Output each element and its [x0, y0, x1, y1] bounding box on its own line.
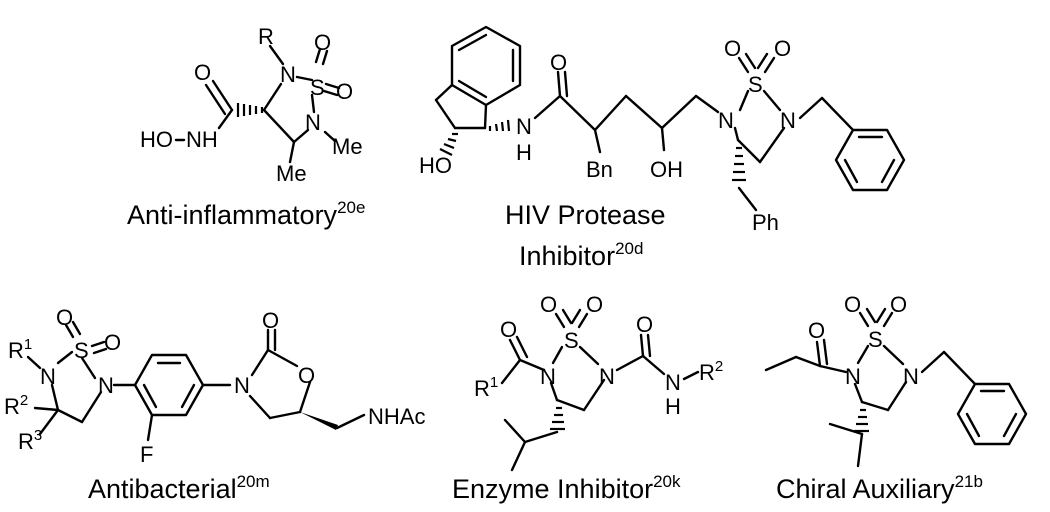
oxygen-label: O [262, 308, 279, 333]
hydroxy-label: HO [140, 127, 173, 152]
chiral-auxiliary-caption: Chiral Auxiliary21b [776, 472, 983, 504]
hydrogen-label: H [665, 394, 681, 419]
oxygen-label: O [540, 292, 557, 317]
oxygen-label: O [724, 36, 741, 61]
oxygen-label: O [104, 330, 121, 355]
methyl-label: Me [332, 134, 363, 159]
hydroxy-label: HO [419, 153, 452, 178]
antibacterial-caption: Antibacterial20m [88, 472, 270, 504]
enzyme-inhibitor-caption: Enzyme Inhibitor20k [452, 472, 681, 504]
oxygen-label: O [774, 36, 791, 61]
r-group-label: R [258, 24, 274, 49]
phenyl-label: Ph [752, 210, 779, 235]
nitrogen-label: N [599, 364, 615, 389]
nitrogen-label: N [98, 373, 114, 398]
sulfur-label: S [564, 328, 579, 353]
nitrogen-label: N [780, 108, 796, 133]
oxygen-label: O [336, 79, 353, 104]
oxygen-label: O [314, 30, 331, 55]
sulfur-label: S [310, 75, 325, 100]
r1-label: R1 [8, 336, 32, 363]
r2-label: R2 [699, 358, 723, 385]
hiv-protease-caption-line2: Inhibitor20d [519, 239, 643, 271]
oxygen-label: O [808, 318, 825, 343]
amine-label: NH [186, 127, 218, 152]
r2-label: R2 [4, 392, 28, 419]
nitrogen-label: N [40, 364, 56, 389]
nitrogen-label: N [845, 364, 861, 389]
nitrogen-label: N [234, 373, 250, 398]
nitrogen-label: N [903, 364, 919, 389]
sulfur-label: S [868, 327, 883, 352]
r1-label: R1 [474, 374, 498, 401]
oxygen-label: O [586, 292, 603, 317]
nitrogen-label: N [305, 110, 321, 135]
chiral-auxiliary-structure: O N S O O N [764, 292, 1028, 468]
fluorine-label: F [140, 442, 153, 467]
nitrogen-label: N [718, 108, 734, 133]
nitrogen-label: N [665, 370, 681, 395]
nitrogen-label: N [280, 62, 296, 87]
sulfur-label: S [748, 72, 763, 97]
oxygen-label: O [56, 305, 73, 330]
oxygen-label: O [844, 292, 861, 317]
oxygen-label: O [890, 292, 907, 317]
hiv-protease-inhibitor-structure: HO N H O Bn OH N S O O N Ph [419, 25, 906, 235]
antibacterial-structure: R1 N S O O R2 R3 N F N O O NHAc [4, 305, 425, 467]
nitrogen-label: N [516, 114, 532, 139]
benzyl-label: Bn [586, 157, 613, 182]
methyl-label: Me [276, 161, 307, 186]
oxygen-label: O [194, 60, 211, 85]
nitrogen-label: N [540, 364, 556, 389]
oxygen-label: O [298, 363, 315, 388]
anti-inflammatory-caption: Anti-inflammatory20e [127, 198, 365, 230]
hiv-protease-caption-line1: HIV Protease [505, 200, 666, 230]
oxygen-label: O [636, 312, 653, 337]
hydrogen-label: H [516, 140, 532, 165]
oxygen-label: O [500, 317, 517, 342]
anti-inflammatory-structure: R N S O O O N HO NH Me Me [140, 24, 363, 186]
enzyme-inhibitor-structure: O R1 N S O O N O N H R2 [474, 292, 723, 472]
acetamide-label: NHAc [368, 404, 425, 429]
sulfur-label: S [74, 338, 89, 363]
r3-label: R3 [18, 427, 42, 454]
oxygen-label: O [550, 50, 567, 75]
hydroxy-label: OH [650, 157, 683, 182]
